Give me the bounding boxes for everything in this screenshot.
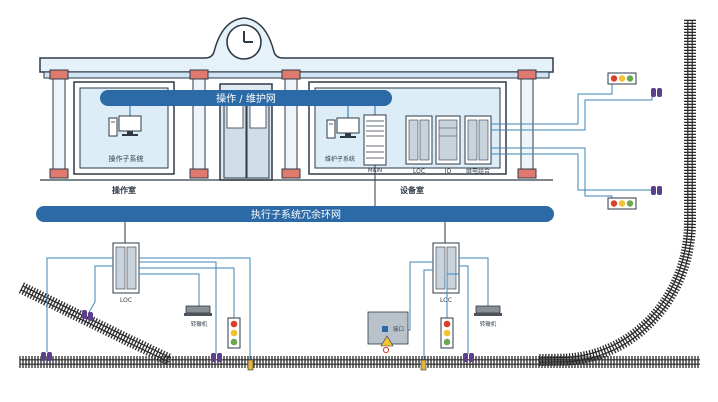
io-label: IO: [445, 168, 452, 175]
ops-network-bus: 操作 / 维护网: [100, 90, 392, 106]
switch-machine-right: 转辙机: [474, 305, 502, 328]
equip-room-label: 设备室: [400, 185, 424, 195]
exec-ring-bus: 执行子系统冗余环网: [36, 206, 554, 222]
signal-bottom-right: [607, 197, 637, 210]
track-sensor-left-3: [211, 353, 222, 362]
loc-field-right: LOC: [432, 242, 460, 304]
loc-field-right-label: LOC: [440, 297, 452, 304]
track-sensor-left-2: [82, 310, 93, 321]
loc-cabinet: LOC: [405, 115, 433, 175]
io-cabinet: IO: [435, 115, 461, 175]
loc-label: LOC: [413, 168, 425, 175]
io-interface-box: 接口: [367, 311, 409, 354]
computer-icon: [108, 115, 142, 137]
track-sensor-right-field: [463, 353, 474, 362]
track-sensor-left-1: [41, 352, 52, 361]
signal-field-right: [440, 317, 454, 349]
warning-icon: [380, 335, 394, 347]
railway-tracks: [18, 19, 700, 368]
io-port-label: 接口: [393, 325, 404, 333]
ops-network-label: 操作 / 维护网: [216, 92, 276, 105]
computer-icon: [326, 117, 360, 139]
loc-field-left-label: LOC: [120, 297, 132, 304]
switch-machine-left: 转辙机: [184, 305, 212, 328]
clock-icon: [226, 24, 262, 60]
switch-machine-right-label: 转辙机: [480, 320, 497, 328]
balise-right: [420, 359, 427, 371]
exec-ring-label: 执行子系统冗余环网: [251, 208, 341, 221]
signal-top-right: [607, 72, 637, 85]
maintenance-workstation: 维护子系统: [325, 117, 360, 163]
ops-room-label: 操作室: [112, 185, 136, 195]
loc-field-left: LOC: [112, 242, 140, 304]
ops-subsystem-label: 操作子系统: [109, 154, 144, 163]
field-left-cables: [46, 257, 251, 362]
maint-subsystem-label: 维护子系统: [325, 155, 355, 163]
track-sensor-right-lower: [651, 186, 662, 195]
track-sensor-right-upper: [651, 88, 662, 97]
balise-left: [247, 359, 254, 371]
relay-combo-cabinet: 继电组合: [464, 115, 492, 175]
switch-machine-left-label: 转辙机: [191, 320, 208, 328]
operator-workstation: 操作子系统: [108, 115, 144, 163]
relay-combo-label: 继电组合: [466, 167, 490, 175]
relay-to-signal-cables: [491, 84, 653, 203]
signal-field-left: [227, 317, 241, 349]
